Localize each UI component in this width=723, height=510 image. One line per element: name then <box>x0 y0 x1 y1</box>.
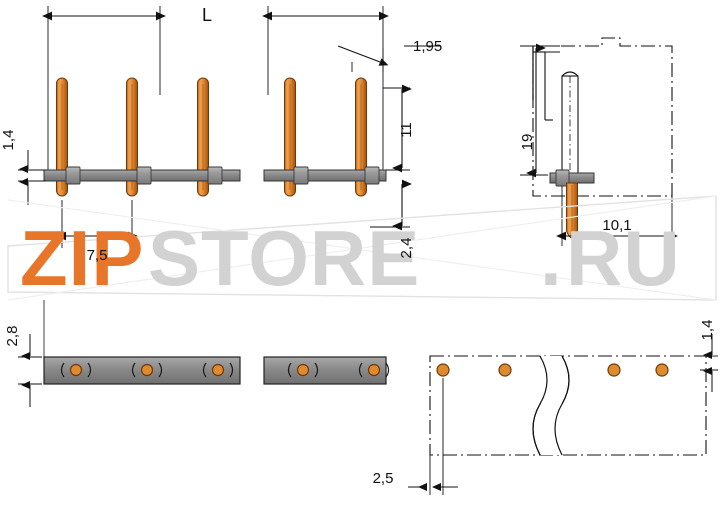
front-elevation-view <box>18 6 441 248</box>
watermark-ru: RU <box>566 214 681 302</box>
dimension-label-11: 11 <box>398 122 415 138</box>
dimension-label-7-5: 7,5 <box>87 247 108 264</box>
dimension-label-1-4-left: 1,4 <box>0 130 17 151</box>
dimension-label-2-5: 2,5 <box>373 470 394 487</box>
dimension-label-L: L <box>202 5 212 25</box>
watermark: ZIP STORE . RU <box>7 195 717 302</box>
dimension-label-2-8: 2,8 <box>4 326 21 347</box>
dimension-label-1-95: 1,95 <box>413 38 442 55</box>
watermark-store: STORE <box>148 214 420 302</box>
bottom-view-right <box>408 334 718 495</box>
dimension-label-10-1: 10,1 <box>602 217 631 234</box>
dimension-label-19: 19 <box>519 134 536 151</box>
dimension-label-1-4-right: 1,4 <box>699 320 716 341</box>
dimension-label-2-4: 2,4 <box>398 238 415 259</box>
bottom-view-left <box>18 300 390 407</box>
watermark-zip: ZIP <box>20 214 144 302</box>
watermark-dot: . <box>540 214 563 302</box>
side-elevation-view <box>520 37 678 246</box>
